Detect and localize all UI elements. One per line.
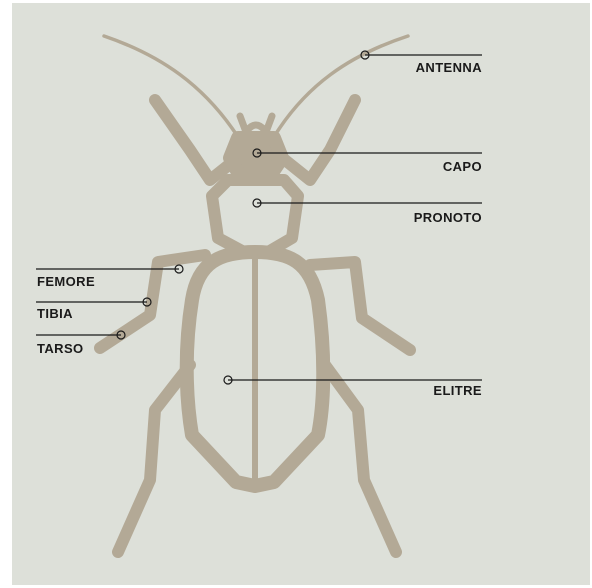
label-capo: CAPO: [443, 159, 482, 174]
label-tibia: TIBIA: [37, 306, 73, 321]
label-femore: FEMORE: [37, 274, 95, 289]
label-pronoto: PRONOTO: [414, 210, 482, 225]
beetle-diagram: ANTENNA CAPO PRONOTO FEMORE TIBIA TARSO …: [12, 3, 590, 585]
label-antenna: ANTENNA: [416, 60, 483, 75]
diagram-background: [12, 3, 590, 585]
label-tarso: TARSO: [37, 341, 84, 356]
label-elitre: ELITRE: [433, 383, 482, 398]
